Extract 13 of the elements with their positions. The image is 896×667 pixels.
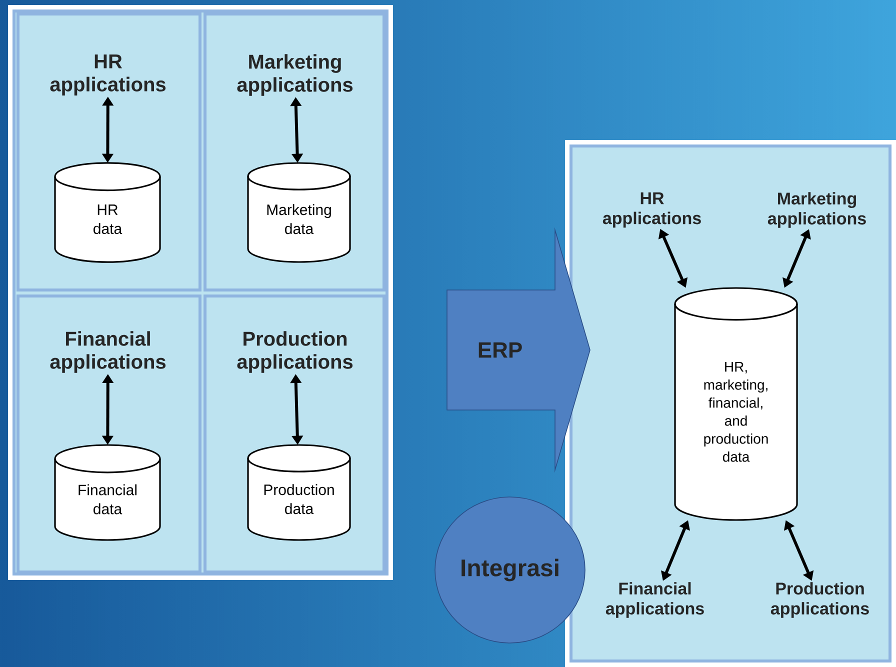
application-label: Production applications (237, 331, 353, 373)
application-label: HR applications (602, 192, 701, 228)
database-cylinder: Financial data (54, 444, 161, 541)
database-cylinder: Marketing data (247, 162, 351, 263)
application-label: Financial applications (50, 331, 166, 373)
application-label: Financial applications (606, 582, 704, 618)
application-label: HR applications (50, 54, 166, 96)
database-cylinder: HR, marketing, financial, and production data (674, 287, 798, 521)
application-label: Marketing applications (768, 192, 866, 228)
database-cylinder: HR data (54, 162, 161, 263)
database-cylinder: Production data (247, 444, 351, 541)
application-label: Marketing applications (237, 54, 353, 96)
application-label: Production applications (770, 582, 869, 618)
